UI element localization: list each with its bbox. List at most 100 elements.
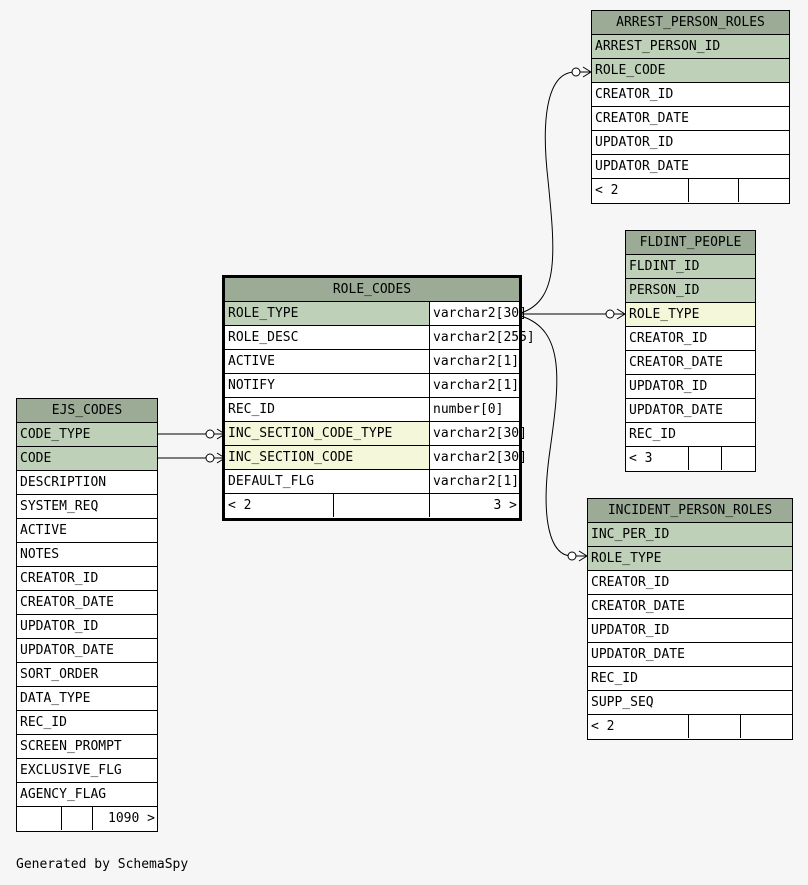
column-name: SUPP_SEQ bbox=[591, 695, 654, 710]
column-type: varchar2[30] bbox=[429, 422, 527, 445]
column-row-sort-order[interactable]: SORT_ORDER bbox=[17, 663, 157, 687]
child-count[interactable] bbox=[688, 715, 740, 738]
column-row-screen-prompt[interactable]: SCREEN_PROMPT bbox=[17, 735, 157, 759]
optional-marker bbox=[205, 453, 215, 463]
column-name: ROLE_TYPE bbox=[225, 302, 429, 325]
optional-marker bbox=[567, 551, 577, 561]
row-count[interactable]: 1090 > bbox=[92, 807, 159, 830]
column-row-updator-id[interactable]: UPDATOR_ID bbox=[588, 619, 792, 643]
column-row-creator-id[interactable]: CREATOR_ID bbox=[592, 83, 789, 107]
column-row-updator-date[interactable]: UPDATOR_DATE bbox=[626, 399, 755, 423]
parent-count[interactable] bbox=[17, 807, 61, 830]
column-name: REC_ID bbox=[629, 427, 676, 442]
column-type: varchar2[30] bbox=[429, 446, 527, 469]
column-name: DEFAULT_FLG bbox=[225, 470, 429, 493]
column-name: REC_ID bbox=[225, 398, 429, 421]
parent-count[interactable]: < 2 bbox=[595, 183, 619, 198]
column-row-updator-date[interactable]: UPDATOR_DATE bbox=[17, 639, 157, 663]
parent-count[interactable]: < 2 bbox=[591, 719, 615, 734]
link-incident-person-roles bbox=[520, 315, 587, 557]
parent-count[interactable]: < 2 bbox=[228, 498, 252, 513]
column-row-creator-id[interactable]: CREATOR_ID bbox=[588, 571, 792, 595]
column-row-notes[interactable]: NOTES bbox=[17, 543, 157, 567]
column-row-fldint-id[interactable]: FLDINT_ID bbox=[626, 255, 755, 279]
column-row-agency-flag[interactable]: AGENCY_FLAG bbox=[17, 783, 157, 807]
column-row-exclusive-flg[interactable]: EXCLUSIVE_FLG bbox=[17, 759, 157, 783]
column-name: FLDINT_ID bbox=[629, 259, 700, 274]
column-row-rec-id[interactable]: REC_ID bbox=[626, 423, 755, 447]
parent-count[interactable]: < 3 bbox=[629, 451, 653, 466]
column-row-code-type[interactable]: CODE_TYPE bbox=[17, 423, 157, 447]
child-count[interactable] bbox=[333, 494, 429, 517]
table-name: ROLE_CODES bbox=[332, 282, 412, 297]
column-name: UPDATOR_DATE bbox=[629, 403, 723, 418]
row-count[interactable] bbox=[738, 179, 791, 202]
column-row-rec-id[interactable]: REC_ID bbox=[588, 667, 792, 691]
column-row-creator-id[interactable]: CREATOR_ID bbox=[626, 327, 755, 351]
column-row-creator-date[interactable]: CREATOR_DATE bbox=[17, 591, 157, 615]
optional-marker bbox=[205, 429, 215, 439]
column-name: REC_ID bbox=[20, 715, 67, 730]
column-row-active[interactable]: ACTIVE bbox=[17, 519, 157, 543]
column-row-role-type[interactable]: ROLE_TYPE bbox=[588, 547, 792, 571]
crows-foot-marker bbox=[578, 550, 588, 562]
column-name: INC_SECTION_CODE bbox=[225, 446, 429, 469]
column-row-updator-id[interactable]: UPDATOR_ID bbox=[626, 375, 755, 399]
column-row-supp-seq[interactable]: SUPP_SEQ bbox=[588, 691, 792, 715]
column-row-updator-date[interactable]: UPDATOR_DATE bbox=[588, 643, 792, 667]
table-footer: < 2 3 > bbox=[225, 494, 519, 518]
column-row-updator-id[interactable]: UPDATOR_ID bbox=[592, 131, 789, 155]
column-row-role-code[interactable]: ROLE_CODE bbox=[592, 59, 789, 83]
child-count[interactable] bbox=[688, 179, 738, 202]
row-count[interactable] bbox=[740, 715, 794, 738]
column-name: ROLE_TYPE bbox=[591, 551, 662, 566]
column-row-rec-id[interactable]: REC_ID bbox=[17, 711, 157, 735]
column-row-system-req[interactable]: SYSTEM_REQ bbox=[17, 495, 157, 519]
column-row-person-id[interactable]: PERSON_ID bbox=[626, 279, 755, 303]
table-incident-person-roles[interactable]: INCIDENT_PERSON_ROLES INC_PER_ID ROLE_TYPE… bbox=[587, 498, 793, 740]
column-row-inc-per-id[interactable]: INC_PER_ID bbox=[588, 523, 792, 547]
column-row-creator-date[interactable]: CREATOR_DATE bbox=[588, 595, 792, 619]
column-name: CREATOR_DATE bbox=[20, 595, 114, 610]
column-row-arrest-person-id[interactable]: ARREST_PERSON_ID bbox=[592, 35, 789, 59]
column-type: varchar2[30] bbox=[429, 302, 527, 325]
column-row-data-type[interactable]: DATA_TYPE bbox=[17, 687, 157, 711]
column-name: CREATOR_DATE bbox=[591, 599, 685, 614]
table-footer: < 2 bbox=[592, 179, 789, 203]
column-name: INC_PER_ID bbox=[591, 527, 670, 542]
column-row-creator-id[interactable]: CREATOR_ID bbox=[17, 567, 157, 591]
column-type: varchar2[1] bbox=[429, 350, 519, 373]
optional-marker bbox=[571, 67, 581, 77]
column-row-role-type[interactable]: ROLE_TYPE bbox=[626, 303, 755, 327]
table-title: ARREST_PERSON_ROLES bbox=[592, 11, 789, 35]
row-count[interactable] bbox=[721, 447, 757, 470]
table-footer: < 3 bbox=[626, 447, 755, 471]
table-title: INCIDENT_PERSON_ROLES bbox=[588, 499, 792, 523]
column-name: DESCRIPTION bbox=[20, 475, 107, 490]
column-row-creator-date[interactable]: CREATOR_DATE bbox=[626, 351, 755, 375]
column-row-creator-date[interactable]: CREATOR_DATE bbox=[592, 107, 789, 131]
column-row-description[interactable]: DESCRIPTION bbox=[17, 471, 157, 495]
column-row-updator-id[interactable]: UPDATOR_ID bbox=[17, 615, 157, 639]
column-name: UPDATOR_DATE bbox=[20, 643, 114, 658]
column-type: varchar2[255] bbox=[429, 326, 535, 349]
column-row-updator-date[interactable]: UPDATOR_DATE bbox=[592, 155, 789, 179]
column-row-code[interactable]: CODE bbox=[17, 447, 157, 471]
table-name: FLDINT_PEOPLE bbox=[639, 235, 742, 250]
child-count[interactable] bbox=[61, 807, 92, 830]
column-name: SORT_ORDER bbox=[20, 667, 99, 682]
row-count[interactable]: 3 > bbox=[429, 494, 521, 517]
child-count[interactable] bbox=[688, 447, 721, 470]
